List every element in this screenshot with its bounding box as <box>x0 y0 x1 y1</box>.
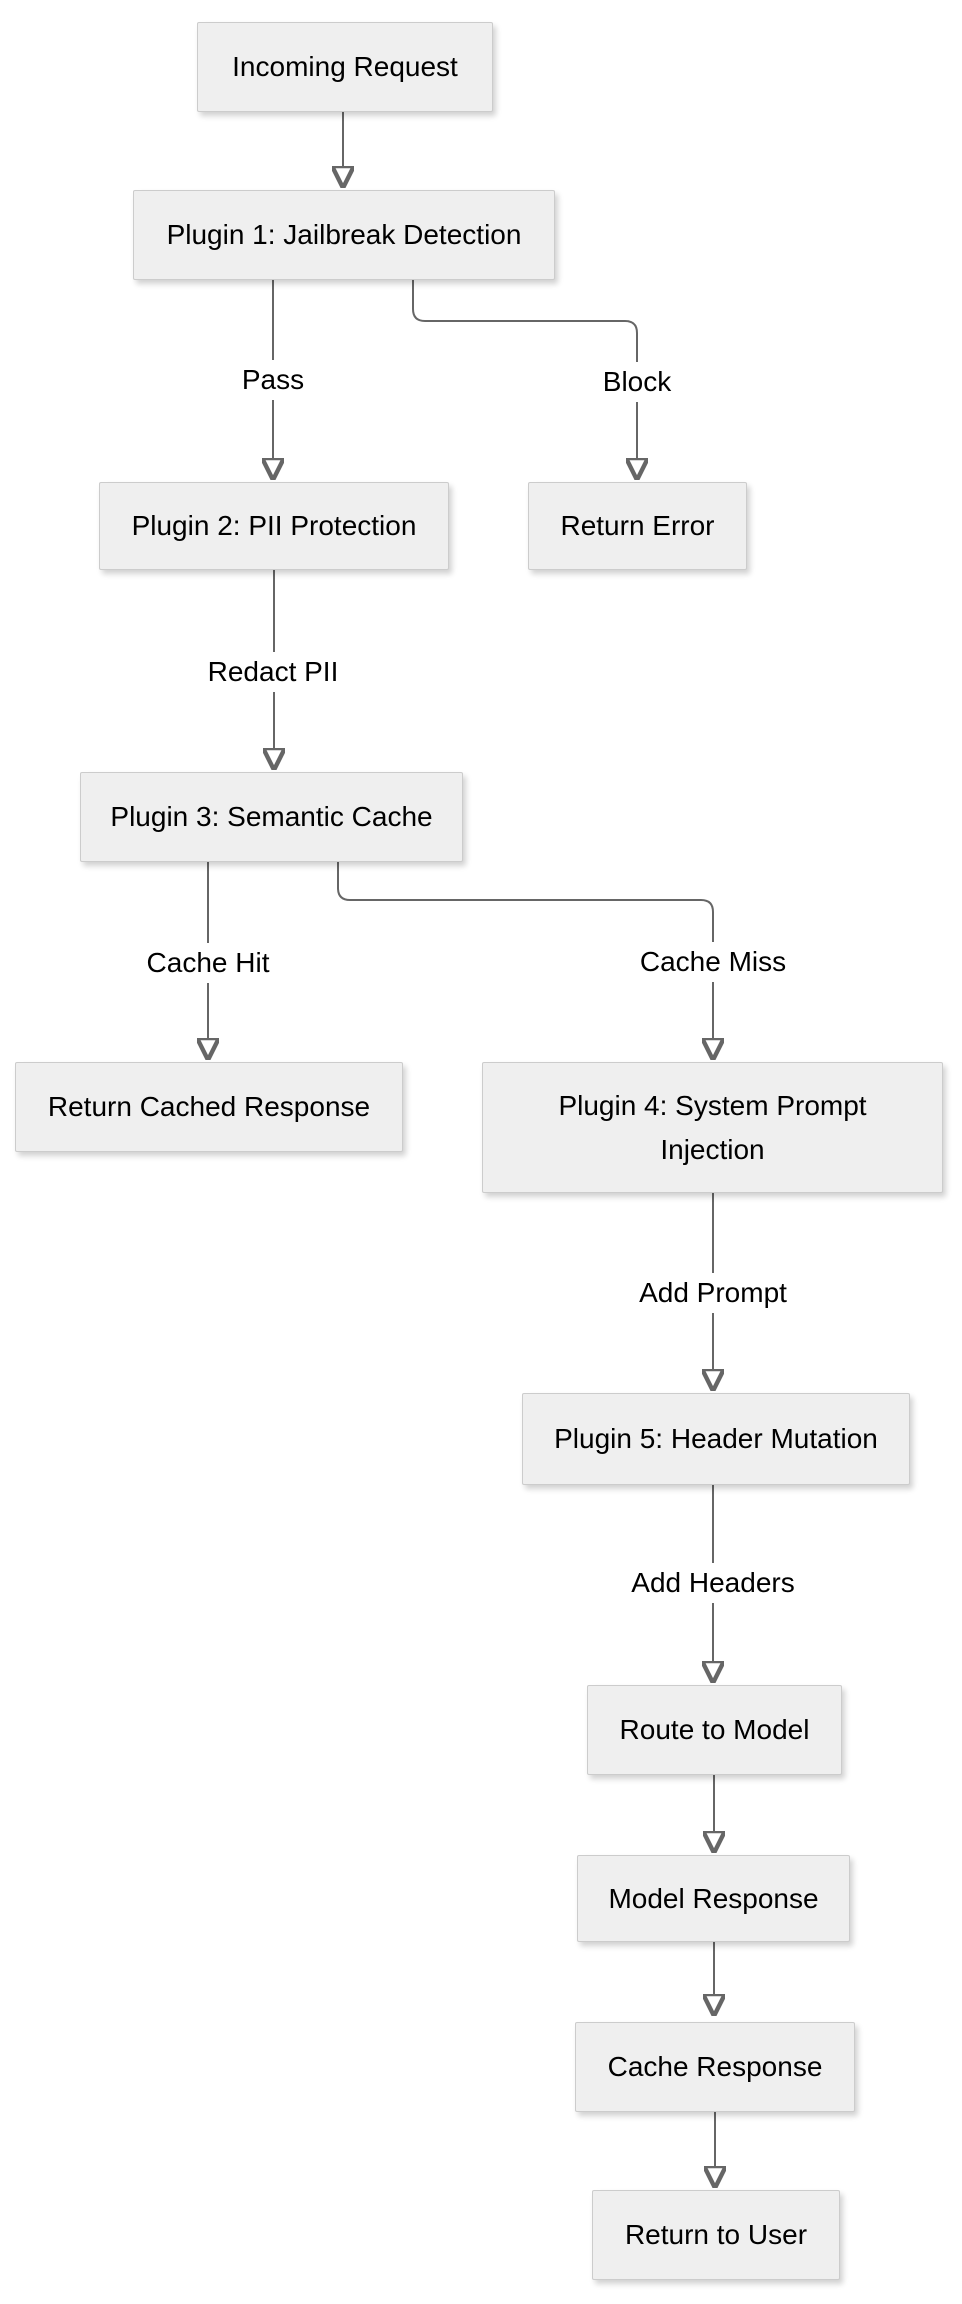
edge-label-cache-miss: Cache Miss <box>629 942 797 982</box>
node-label: Incoming Request <box>232 51 458 83</box>
node-label: Plugin 5: Header Mutation <box>554 1423 878 1455</box>
node-plugin-4-system-prompt-injection: Plugin 4: System Prompt Injection <box>482 1062 943 1193</box>
node-label: Plugin 1: Jailbreak Detection <box>166 219 522 251</box>
node-route-to-model: Route to Model <box>587 1685 842 1775</box>
edge-label-add-prompt: Add Prompt <box>629 1273 797 1313</box>
node-plugin-3-semantic-cache: Plugin 3: Semantic Cache <box>80 772 463 862</box>
node-plugin-5-header-mutation: Plugin 5: Header Mutation <box>522 1393 910 1485</box>
node-model-response: Model Response <box>577 1855 850 1942</box>
edge-label-pass: Pass <box>231 360 315 400</box>
edge-label-block: Block <box>592 362 682 402</box>
node-label: Return Error <box>560 510 715 542</box>
edge-label-redact-pii: Redact PII <box>197 652 349 692</box>
node-return-to-user: Return to User <box>592 2190 840 2280</box>
node-label: Model Response <box>608 1882 819 1914</box>
edge-plugin-3-to-plugin-4 <box>337 862 713 1038</box>
node-incoming-request: Incoming Request <box>197 22 493 112</box>
node-cache-response: Cache Response <box>575 2022 855 2112</box>
node-plugin-1-jailbreak-detection: Plugin 1: Jailbreak Detection <box>133 190 555 280</box>
edge-label-add-headers: Add Headers <box>621 1563 805 1603</box>
node-plugin-2-pii-protection: Plugin 2: PII Protection <box>99 482 449 570</box>
edge-plugin-1-to-return-error <box>412 280 637 458</box>
node-label: Plugin 4: System Prompt Injection <box>558 1090 867 1165</box>
node-label: Return to User <box>624 2219 808 2251</box>
node-label: Route to Model <box>619 1714 810 1746</box>
node-label: Return Cached Response <box>47 1091 371 1123</box>
node-label: Cache Response <box>607 2051 823 2083</box>
node-return-cached-response: Return Cached Response <box>15 1062 403 1152</box>
node-return-error: Return Error <box>528 482 747 570</box>
node-label: Plugin 2: PII Protection <box>131 510 417 542</box>
edge-label-cache-hit: Cache Hit <box>136 943 280 983</box>
node-label: Plugin 3: Semantic Cache <box>110 801 433 833</box>
